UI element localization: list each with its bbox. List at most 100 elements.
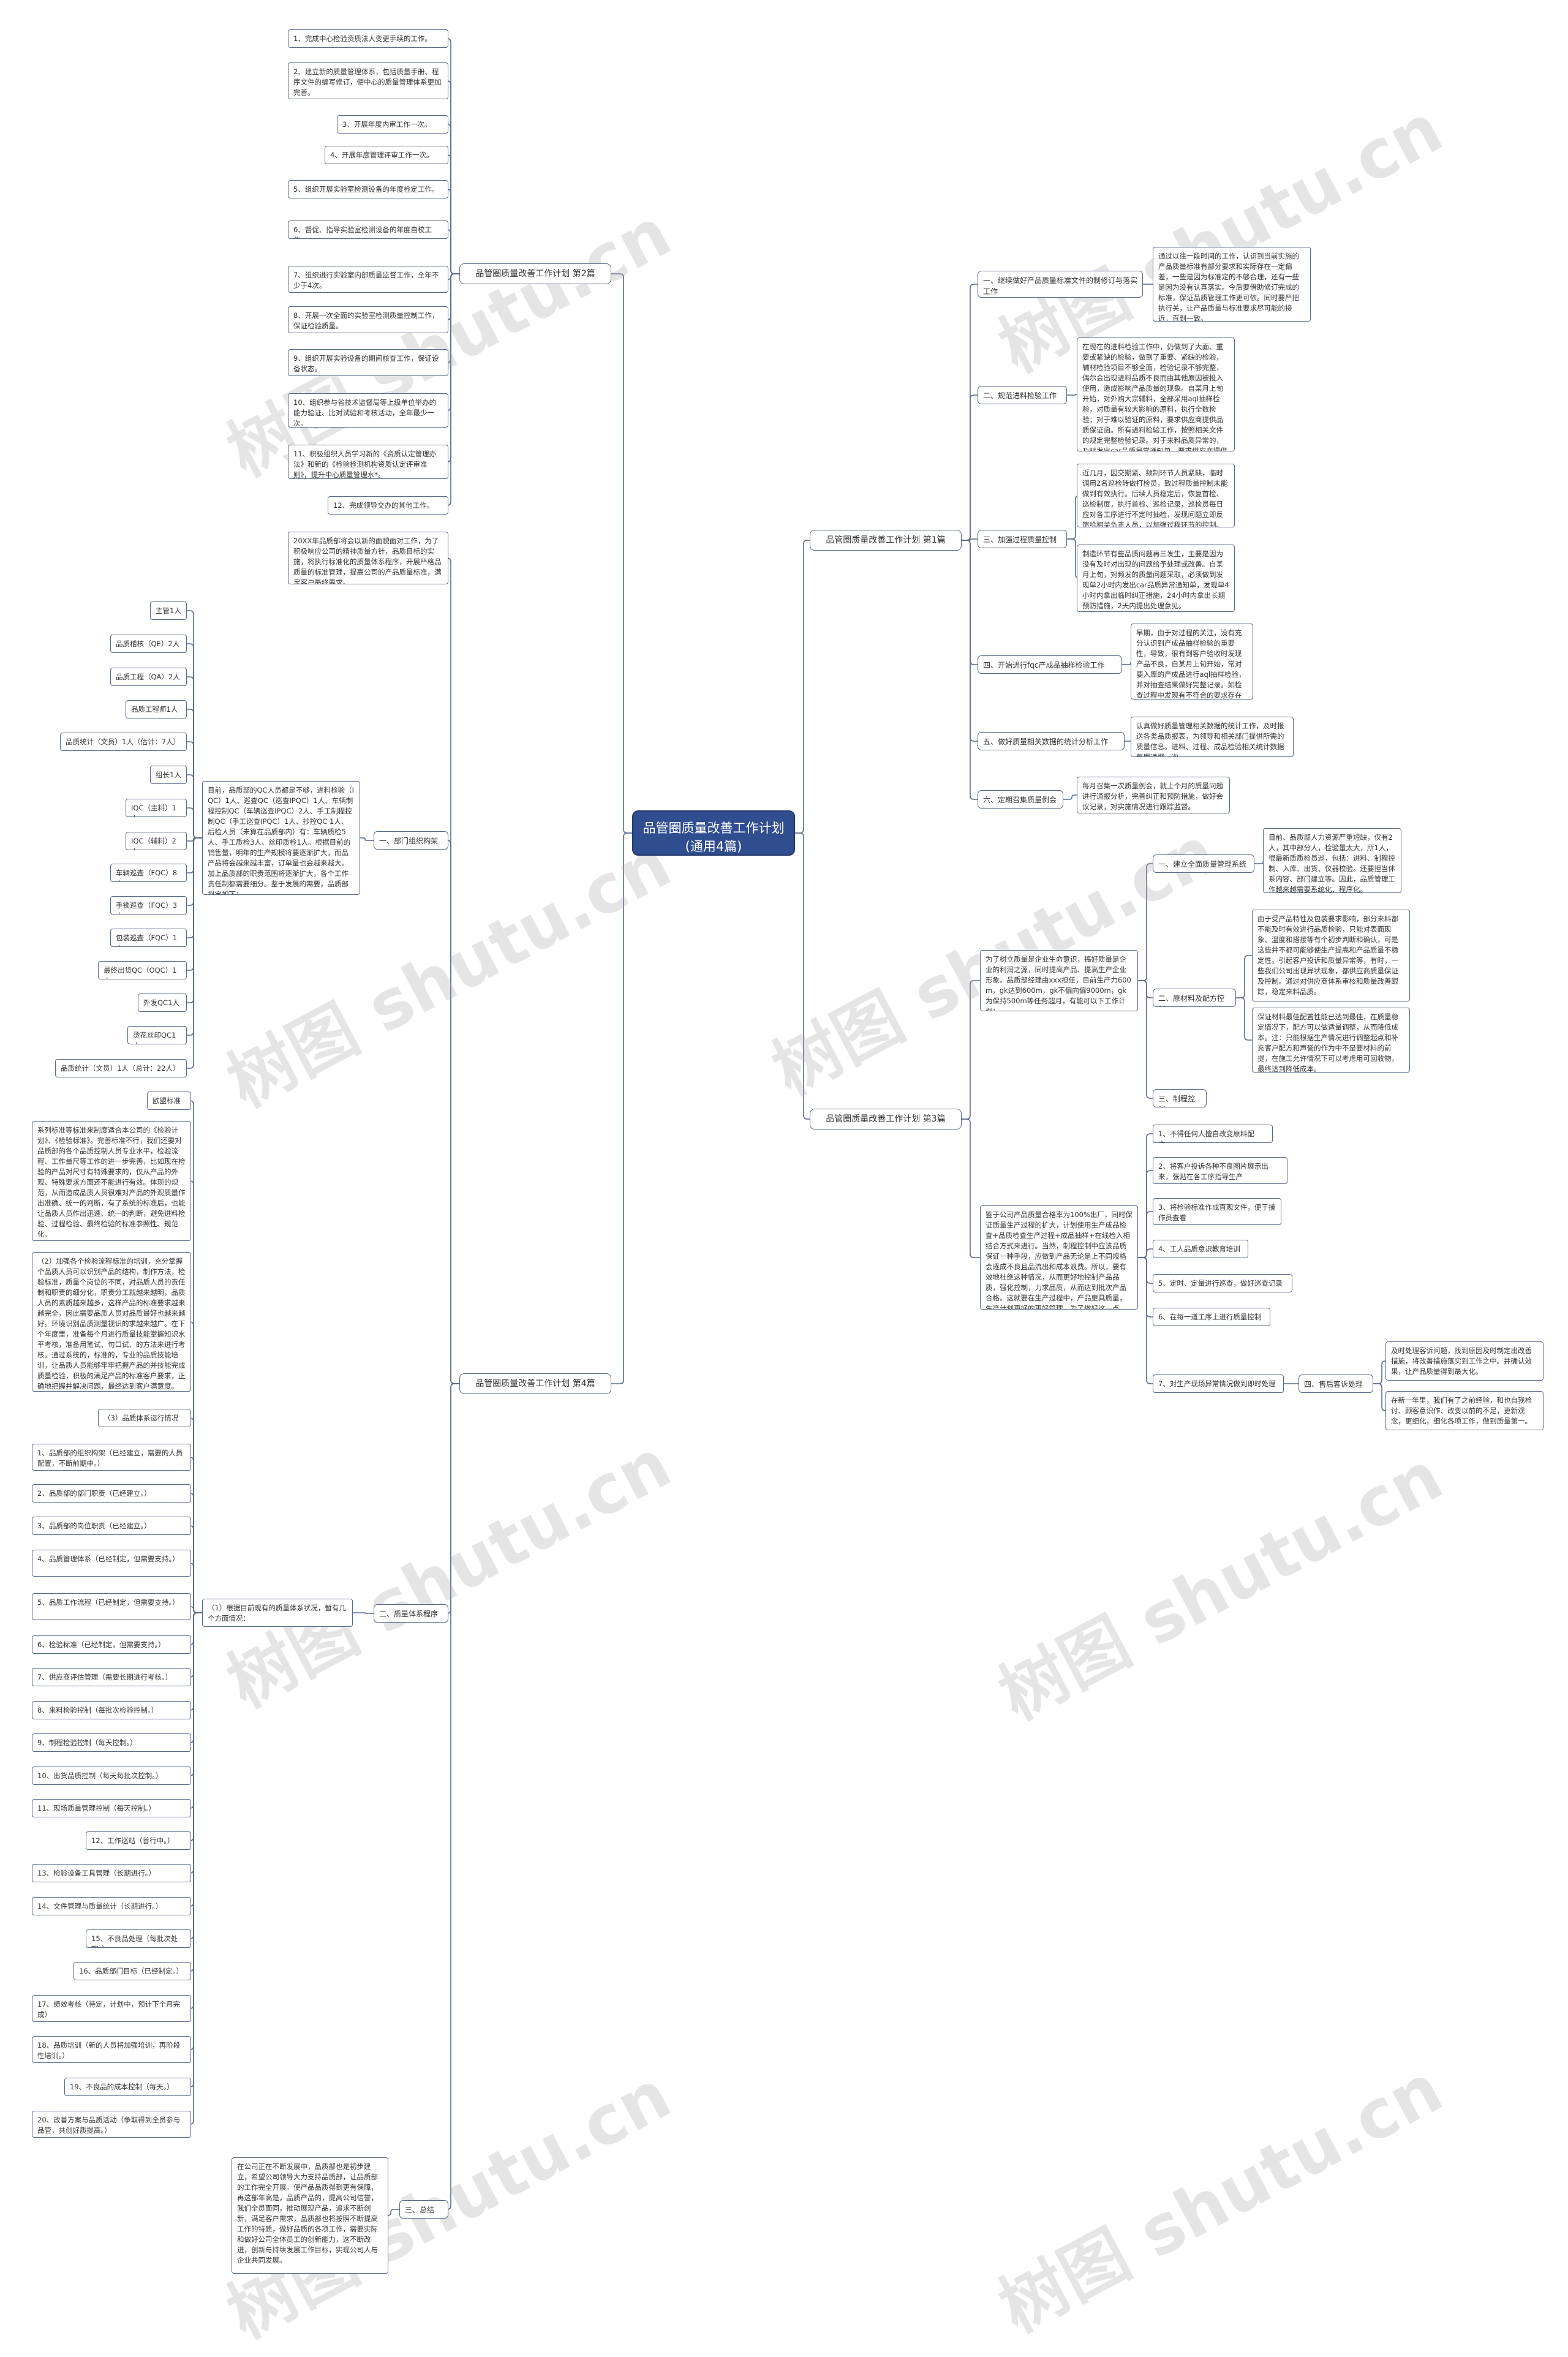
connector-line <box>187 837 202 906</box>
connector-line <box>447 154 459 274</box>
org-role-item: 手锁巡查（FQC）3人 <box>110 896 187 915</box>
b3-measure-7[interactable]: 7、对生产现场异常情况做到即时处理 <box>1153 1375 1284 1393</box>
connector-line <box>447 557 459 1384</box>
branch-part-4[interactable]: 品管圈质量改善工作计划 第4篇 <box>459 1373 611 1394</box>
system-status-item: 15、不良品处理（每批次处理。） <box>86 1929 191 1948</box>
org-role-item: 包装巡查（FQC）1人 <box>110 929 187 947</box>
connector-line <box>1138 1211 1153 1258</box>
connector-line <box>189 1612 202 1678</box>
b4-system-note-3: （3）品质体系运行情况 <box>98 1409 191 1427</box>
system-status-item: 13、检验设备工具管理（长期进行。） <box>32 1864 191 1882</box>
b1-section-1[interactable]: 一、继续做好产品质量标准文件的制修订与落实工作 <box>978 271 1143 298</box>
connector-line <box>1138 1257 1153 1284</box>
b4-section-1-detail: 目前，品质部的QC人员都是不够，进料检验（IQC）1人、巡查QC（巡查IPQC）… <box>202 781 360 895</box>
b2-item: 9、组织开展实验设备的期间核查工作，保证设备状态。 <box>288 349 448 376</box>
connector-line <box>187 837 202 1069</box>
connector-line <box>360 837 374 841</box>
b1-section-2[interactable]: 二、规范进料检验工作 <box>978 386 1067 404</box>
connector-line <box>187 837 202 971</box>
b2-item: 11、积极组织人员学习新的《资质认定管理办法》和新的《检验检测机构资质认定评审准… <box>288 445 448 479</box>
system-status-item: 5、品质工作流程（已经制定，但需要支持。） <box>32 1593 191 1620</box>
b3-item-d[interactable]: 四、售后客诉处理 <box>1298 1375 1373 1393</box>
connector-line <box>962 538 978 541</box>
b1-section-6[interactable]: 六、定期召集质量例会 <box>978 790 1063 809</box>
b3-item-a3[interactable]: 三、制程控制 <box>1153 1089 1207 1107</box>
connector-line <box>962 540 978 742</box>
system-status-item: 17、绩效考核（待定，计划中，预计下个月完成） <box>32 1995 191 2022</box>
branch-part-2[interactable]: 品管圈质量改善工作计划 第2篇 <box>459 263 611 284</box>
connector-line <box>187 807 202 839</box>
b3-item-a1[interactable]: 一、建立全面质量管理系统 <box>1153 854 1254 873</box>
connector-line <box>189 1612 202 1743</box>
connector-line <box>447 1383 459 2210</box>
b2-item: 10、组织参与省技术监督局等上级单位举办的能力验证、比对试验和考核活动，全年最少… <box>288 393 448 428</box>
b3-measure-5: 5、定时、定量进行巡查，做好巡查记录 <box>1153 1274 1292 1292</box>
org-role-item: 品质统计（文员）1人（总计：22人） <box>55 1059 187 1077</box>
connector-line <box>189 1612 202 1809</box>
b4-section-2[interactable]: 二、质量体系程序 <box>374 1604 448 1623</box>
system-status-item: 1、品质部的组织构架（已经建立，需要的人员配置，不断前期中。） <box>32 1444 191 1471</box>
org-role-item: IQC（辅料）2人 <box>126 832 187 850</box>
connector-line <box>189 1563 202 1613</box>
connector-line <box>187 837 202 1003</box>
connector-line <box>447 273 459 411</box>
branch-part-3[interactable]: 品管圈质量改善工作计划 第3篇 <box>810 1109 962 1129</box>
connector-line <box>187 774 202 839</box>
b1-section-4[interactable]: 四、开始进行fqc产成品抽样检验工作 <box>978 655 1122 674</box>
connector-line <box>189 1612 202 1874</box>
b3-measure-6: 6、在每一道工序上进行质量控制 <box>1153 1308 1270 1326</box>
b1-section-5[interactable]: 五、做好质量相关数据的统计分析工作 <box>978 732 1125 750</box>
b4-system-note-2: （2）加强各个检验流程标准的培训，充分掌握个品质人员可以识别产品的结构，制作方法… <box>32 1252 191 1392</box>
b3-item-a2[interactable]: 二、原材料及配方控制 <box>1153 989 1236 1007</box>
b1-section-5-detail: 认真做好质量管理相关数据的统计工作，及时报送各类品质报表，为领导和相关部门提供所… <box>1131 717 1294 757</box>
b4-section-1[interactable]: 一、部门组织构架 <box>374 831 448 850</box>
system-status-item: 19、不良品的成本控制（每天。） <box>64 2078 191 2096</box>
org-role-item: IQC（主料）1人 <box>126 799 187 817</box>
connector-line <box>447 124 459 274</box>
b3-measure-3: 3、将检验标准作成直观文件，便于操作员查看 <box>1153 1198 1281 1225</box>
connector-line <box>189 1457 202 1613</box>
system-status-item: 4、品质管理体系（已经制定，但需要支持。） <box>32 1550 191 1577</box>
b4-section-3[interactable]: 三、总结 <box>399 2200 448 2219</box>
connector-line <box>1138 1170 1153 1258</box>
connector-line <box>189 1612 202 2125</box>
connector-line <box>187 676 202 839</box>
b3-intro-1: 为了树立质量是企业生命意识，搞好质量是企业的利润之源，同时提高产品、提高生产企业… <box>980 950 1138 1011</box>
system-status-item: 16、品质部门目标（已经制定。） <box>74 1962 191 1980</box>
connector-line <box>189 1612 202 1972</box>
connector-line <box>447 273 459 462</box>
connector-line <box>189 1612 202 1711</box>
org-role-item: 最终出货QC（OQC）1人 <box>98 961 187 979</box>
b3-item-d-detail-1: 及时处理客诉问题，找到原因及时制定出改善措施，将改善措施落实到工作之中。并确认效… <box>1385 1341 1544 1381</box>
org-role-item: 外发QC1人 <box>138 994 187 1012</box>
connector-line <box>447 38 459 274</box>
b3-item-a2-detail-2: 保证材料最佳配置性能已达到最佳，在质量稳定情况下，配方可以做适量调整，从而降低成… <box>1252 1008 1410 1073</box>
branch-part-1[interactable]: 品管圈质量改善工作计划 第1篇 <box>810 530 962 551</box>
connector-line <box>1138 1257 1153 1318</box>
connector-line <box>447 80 459 274</box>
root-topic[interactable]: 品管圈质量改善工作计划(通用4篇) <box>632 810 795 856</box>
connector-line <box>962 284 978 541</box>
b1-section-2-detail: 在现在的进料检验工作中，仍做到了大面、重要或紧缺的检验，做到了重要、紧缺的检验，… <box>1077 338 1235 451</box>
connector-line <box>187 709 202 839</box>
connector-line <box>189 1612 202 2009</box>
connector-line <box>1067 394 1077 396</box>
connector-line <box>448 273 459 280</box>
b1-section-3-detail-2: 制造环节有些品质问题再三发生，主要是因为没有及时对出现的问题给予处理或改善。自某… <box>1077 545 1235 612</box>
connector-line <box>1063 794 1077 800</box>
b1-section-6-detail: 每月召集一次质量例会，就上个月的质量问题进行通报分析，完善纠正和预防措施，做好会… <box>1077 777 1230 813</box>
b3-measure-4: 4、工人品质意识教育培训 <box>1153 1240 1248 1258</box>
org-role-item: 车辆巡查（FQC）8人 <box>110 864 187 882</box>
connector-line <box>1138 1133 1153 1258</box>
connector-line <box>795 832 810 1120</box>
connector-line <box>1373 1383 1386 1411</box>
system-status-item: 3、品质部的岗位职责（已经建立。） <box>32 1517 191 1535</box>
b4-system-note-1: 系列标准等标准来制度适合本公司的《检验计划》、《检验标准》。完善标准不行，我们还… <box>32 1121 191 1241</box>
system-status-item: 8、来料检验控制（每批次检验控制。） <box>32 1701 191 1719</box>
connector-line <box>187 643 202 839</box>
connector-line <box>1138 1257 1153 1384</box>
connector-line <box>1138 980 1153 1099</box>
b1-section-3[interactable]: 三、加强过程质量控制 <box>978 530 1067 548</box>
connector-line <box>447 273 459 320</box>
connector-line <box>1236 997 1252 1041</box>
